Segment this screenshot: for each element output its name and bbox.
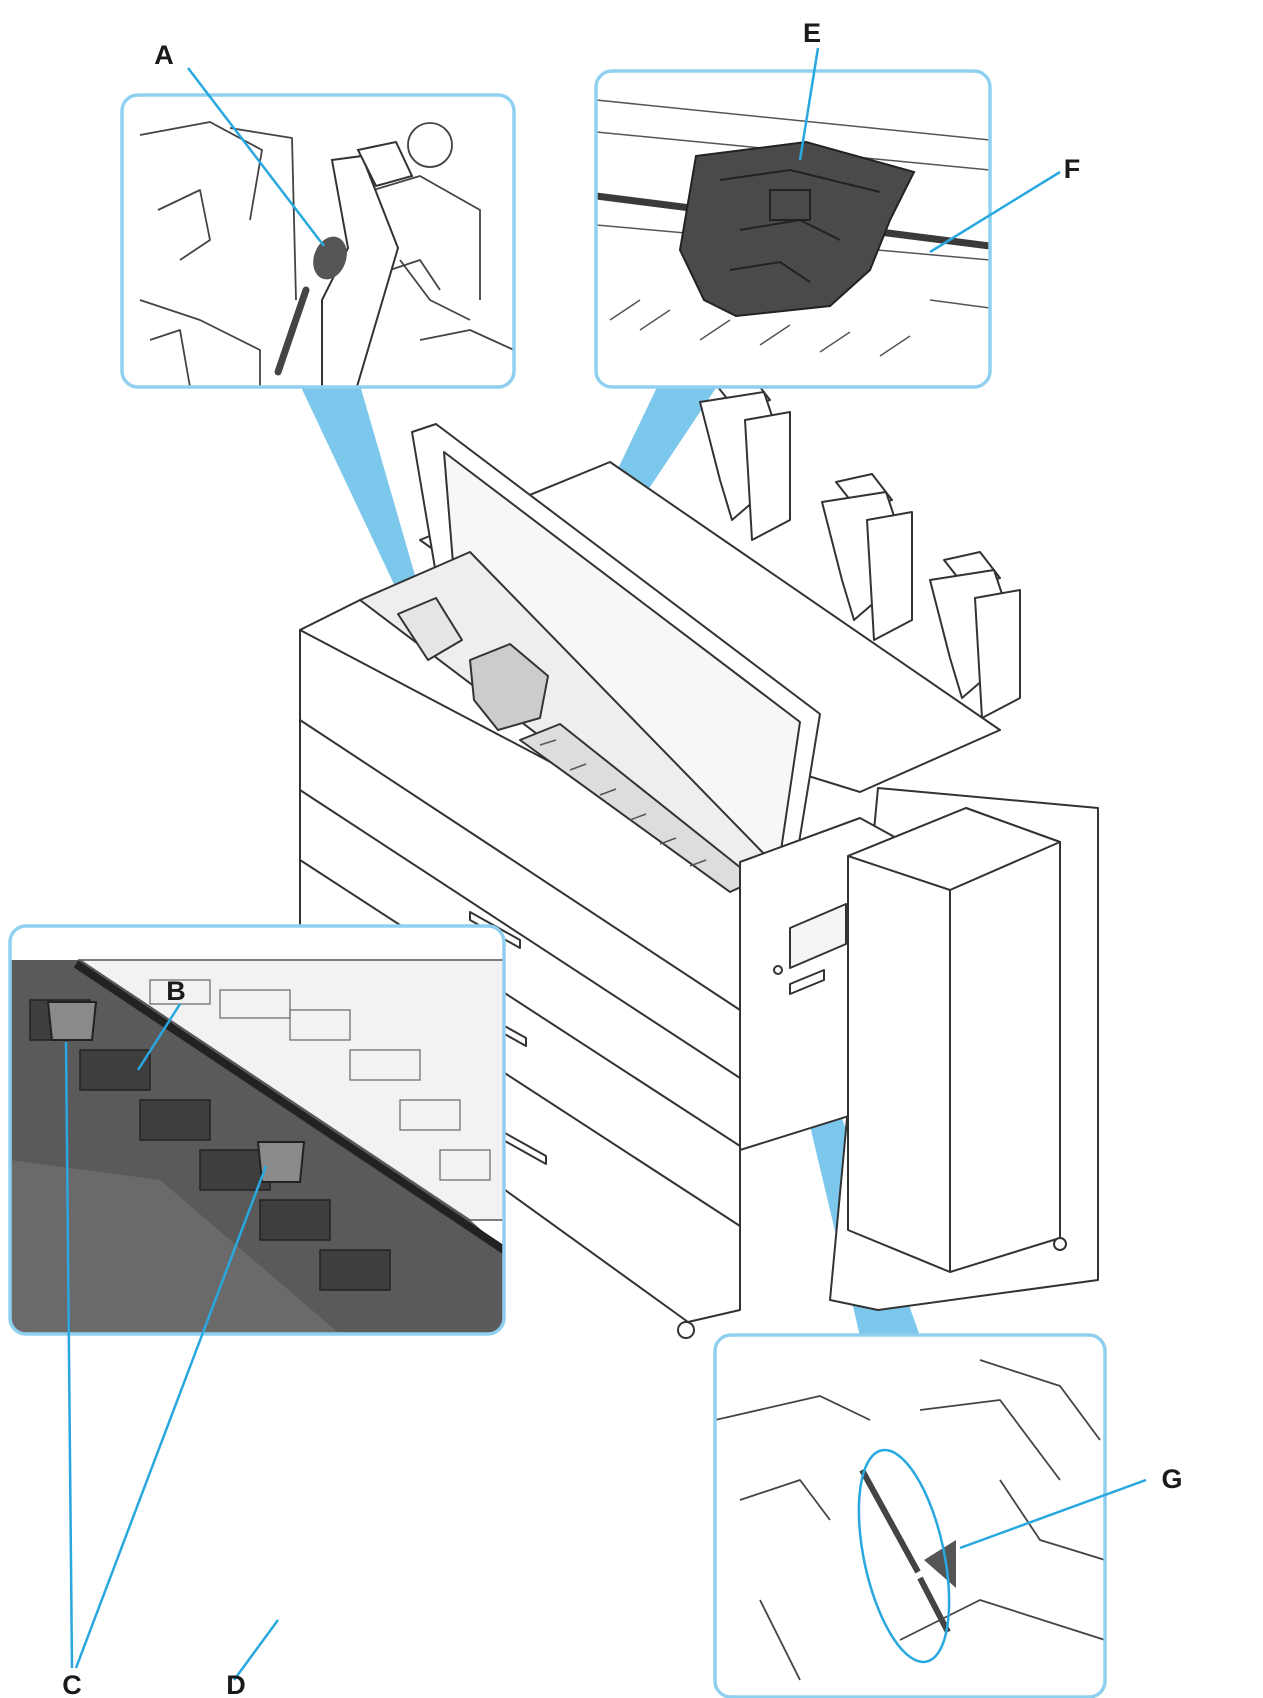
leader-c2: [74, 1165, 268, 1669]
leader-e: [798, 47, 820, 161]
lever-head: [356, 140, 414, 188]
control-panel-button: [773, 965, 783, 975]
front-slot-2: [299, 789, 741, 1079]
control-panel-screen: [789, 903, 847, 969]
detail-panel-g: [713, 1333, 1107, 1698]
leader-c1: [64, 1041, 74, 1669]
part-c-right: [256, 1141, 306, 1183]
lever-slot: [274, 286, 310, 376]
leader-a: [187, 67, 325, 247]
platen-ribs: [539, 739, 707, 867]
stacker-tray-1: [699, 373, 791, 541]
callout-a: A: [154, 40, 174, 70]
printer-body: [299, 373, 1099, 1339]
leader-f: [929, 170, 1061, 254]
part-c-left: [46, 1001, 98, 1041]
callout-e: E: [803, 18, 821, 48]
alignment-line-upper: [859, 1468, 921, 1574]
leader-b: [136, 1003, 182, 1071]
carriage-small: [469, 643, 549, 731]
carriage-left-part: [397, 597, 463, 661]
callout-b: B: [166, 976, 186, 1006]
callout-letters: A B C D E F G: [62, 18, 1182, 1698]
detail-panel-a: [120, 93, 516, 389]
leader-g: [959, 1478, 1147, 1550]
lever-knob: [313, 236, 347, 280]
caster-2: [677, 1321, 695, 1339]
stacker-tray-3: [929, 551, 1021, 719]
leader-d: [232, 1619, 280, 1681]
detail-panel-bcd: [8, 924, 506, 1336]
front-slot-1: [299, 719, 741, 1011]
roller-b: [73, 960, 504, 1254]
callout-d: D: [226, 1670, 246, 1698]
front-slot-3: [299, 859, 741, 1147]
detail-panel-e: [594, 69, 992, 389]
stacker-tray-2: [821, 473, 913, 641]
control-panel-key: [789, 969, 825, 995]
ink-cabinet-top: [847, 807, 1061, 891]
caster-3: [1053, 1237, 1067, 1251]
leader-lines: [64, 47, 1147, 1681]
callout-f: F: [1064, 154, 1081, 184]
cutter-groove-d: [10, 1160, 340, 1334]
alignment-line-lower: [917, 1576, 951, 1634]
callout-c: C: [62, 1670, 82, 1698]
callout-g: G: [1161, 1464, 1182, 1494]
mark-highlight-circle: [857, 1448, 951, 1664]
